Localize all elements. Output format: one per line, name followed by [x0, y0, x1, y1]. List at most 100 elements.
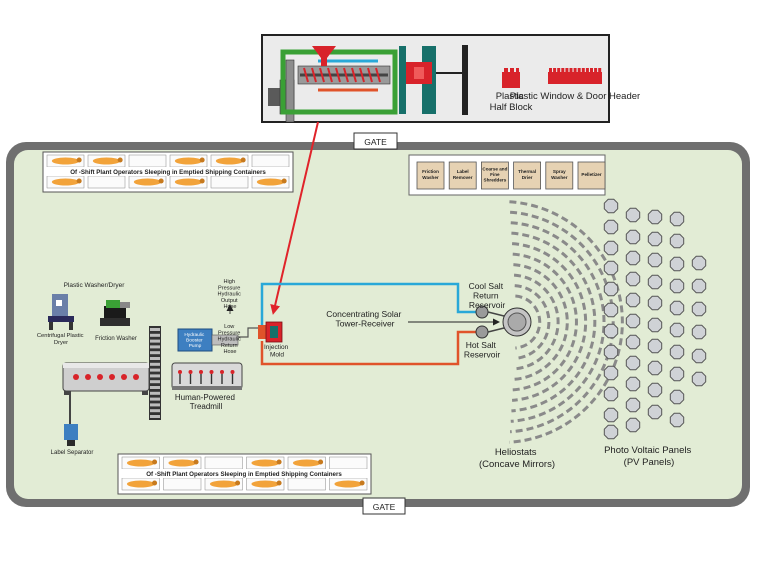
conveyor-slat [150, 357, 160, 360]
plastic-flake [73, 374, 79, 380]
pv-panel [603, 219, 619, 235]
operator-head [158, 178, 164, 184]
conveyor-slat [150, 328, 160, 331]
pv-panel [647, 209, 663, 225]
shipping-container [329, 456, 368, 470]
header-stud [553, 68, 557, 72]
conveyor-slat [150, 397, 160, 401]
shipping-containers-top: Of -Shift Plant Operators Sleeping in Em… [42, 151, 294, 193]
sleeping-operator [126, 459, 155, 467]
centrifugal-dryer [48, 294, 74, 330]
plastic-header [548, 72, 602, 84]
cool-salt-pipe [260, 282, 478, 325]
heliostat-field [509, 200, 624, 444]
header-stud [557, 68, 561, 72]
svg-text:Hydraulic Booster: Hydraulic Booster Pump [184, 332, 205, 349]
pv-panel [669, 278, 685, 294]
sleeping-operator [51, 157, 80, 165]
walker [209, 370, 214, 374]
shipping-container [210, 175, 249, 189]
pv-panel [603, 386, 619, 402]
ejector-plate [462, 45, 468, 115]
header-stud [577, 68, 581, 72]
header-stud [590, 68, 593, 72]
header-studs [549, 68, 602, 72]
shipping-container [128, 154, 167, 168]
conveyor-slat [150, 409, 160, 413]
operator-head [152, 480, 158, 486]
header-stud [594, 68, 598, 72]
pv-panel [647, 317, 663, 333]
heliostat-row [511, 231, 597, 413]
operator-head [276, 480, 282, 486]
heliostat-row [513, 273, 560, 371]
pv-panel [647, 382, 663, 398]
plastic-half-block [502, 68, 520, 88]
pv-panel [669, 366, 685, 382]
hopper [312, 46, 336, 66]
operator-head [235, 480, 241, 486]
injection-molding-inset: Plastic Half Block Plastic Window & Door… [261, 34, 640, 123]
pv-panel [669, 211, 685, 227]
operator-head [281, 178, 287, 184]
heliostat-row [509, 200, 624, 444]
sleeping-operator [256, 178, 285, 186]
pv-panel [603, 281, 619, 297]
half-block-label: Plastic Half Block [490, 91, 533, 113]
operator-head [318, 459, 324, 465]
svg-text:Of -Shift Plant Operators Slee: Of -Shift Plant Operators Sleeping in Em… [146, 471, 342, 478]
pv-panel [669, 389, 685, 405]
header-stud [569, 68, 573, 72]
sleeping-operator [334, 480, 363, 488]
plastic-flake [133, 374, 139, 380]
svg-text:GATE: GATE [364, 137, 387, 147]
heliostat-row [512, 252, 578, 392]
operator-head [76, 178, 82, 184]
conveyor-slat [150, 368, 160, 372]
pv-panel [669, 233, 685, 249]
pv-panel [603, 323, 619, 339]
pv-panel [691, 348, 707, 364]
centrifugal-dryer-label: Centrifugal Plastic Dryer [37, 333, 85, 346]
label-separator [64, 424, 78, 446]
operator-head [359, 480, 365, 486]
pv-panel [625, 417, 641, 433]
solar-tower-receiver [502, 307, 532, 337]
header-stud [581, 68, 585, 72]
sleeping-operator [251, 459, 280, 467]
conveyor-slat [150, 391, 160, 395]
shipping-container [204, 456, 243, 470]
sleeping-operator [209, 480, 238, 488]
tower-label: Concentrating Solar Tower-Receiver [326, 309, 404, 329]
sleeping-operator [215, 157, 244, 165]
pv-panel [603, 260, 619, 276]
low-pressure-hose-label: Low Pressure Hydraulic Return Hose [218, 324, 243, 355]
header-stud [573, 68, 577, 72]
heliostat-row [509, 210, 615, 434]
operator-head [117, 157, 123, 163]
pv-panel [669, 344, 685, 360]
pv-panel [647, 274, 663, 290]
pv-panel [603, 344, 619, 360]
sleeping-operator [174, 178, 203, 186]
pv-panel [625, 376, 641, 392]
svg-text:Of -Shift Plant Operators Slee: Of -Shift Plant Operators Sleeping in Em… [70, 169, 266, 176]
operator-head [76, 157, 82, 163]
plastic-flake [85, 374, 91, 380]
injection-mold-label: Injection Mold [264, 344, 290, 359]
walker [188, 370, 193, 374]
conveyor-slat [150, 403, 160, 407]
pv-panel [603, 407, 619, 423]
inset-pointer-arrow [270, 121, 319, 315]
operator-head [199, 157, 205, 163]
shipping-container [87, 175, 126, 189]
heliostats-label: Heliostats (Concave Mirrors) [479, 447, 555, 470]
